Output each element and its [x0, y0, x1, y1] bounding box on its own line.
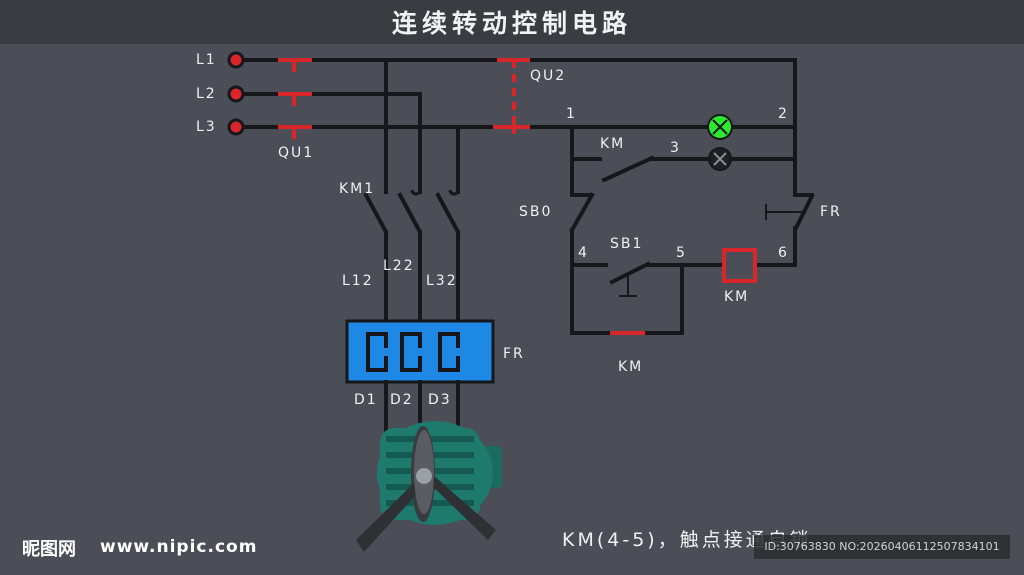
- indicator-lamp-green: [707, 114, 733, 140]
- label-sb0: SB0: [519, 204, 552, 220]
- label-d1: D1: [354, 392, 378, 408]
- label-d2: D2: [390, 392, 414, 408]
- label-node-4: 4: [578, 245, 589, 261]
- terminal-l1: [227, 51, 245, 69]
- label-sb1: SB1: [610, 236, 643, 252]
- caption-text: KM(4-5)，触点接通自锁: [562, 529, 812, 551]
- indicator-lamp-off: [708, 147, 732, 171]
- thermal-relay-fr: [345, 319, 495, 384]
- watermark-url: www.nipic.com: [100, 537, 258, 557]
- label-l1: L1: [196, 52, 217, 68]
- motor-image: [356, 421, 502, 552]
- label-km-aux: KM: [600, 136, 625, 152]
- switch-qu2: [493, 58, 530, 134]
- title-bar: 连续转动控制电路: [0, 0, 1024, 44]
- label-node-1: 1: [566, 106, 577, 122]
- label-l22: L22: [383, 258, 415, 274]
- label-node-3: 3: [670, 140, 681, 156]
- switch-qu1: [278, 58, 312, 139]
- label-fr-main: FR: [503, 346, 525, 362]
- label-node-2: 2: [778, 106, 789, 122]
- label-km-coil: KM: [724, 289, 749, 305]
- km-coil: [722, 248, 757, 283]
- label-node-5: 5: [676, 245, 687, 261]
- label-km1: KM1: [339, 181, 375, 197]
- label-qu2: QU2: [530, 68, 566, 84]
- watermark-logo: 昵图网: [22, 539, 76, 560]
- diagram-title: 连续转动控制电路: [391, 9, 632, 38]
- label-fr-ctrl: FR: [820, 204, 842, 220]
- watermark-id: ID:30763830 NO:20260406112507834101: [754, 535, 1010, 559]
- label-l12: L12: [342, 273, 374, 289]
- label-l2: L2: [196, 86, 217, 102]
- label-qu1: QU1: [278, 145, 314, 161]
- terminal-l2: [227, 85, 245, 103]
- control-circuit: [569, 58, 815, 335]
- terminal-l3: [227, 118, 245, 136]
- label-l3: L3: [196, 119, 217, 135]
- label-km-bottom: KM: [618, 359, 643, 375]
- label-d3: D3: [428, 392, 452, 408]
- label-node-6: 6: [778, 245, 789, 261]
- contactor-km1-main-contacts: [363, 186, 461, 324]
- label-l32: L32: [426, 273, 458, 289]
